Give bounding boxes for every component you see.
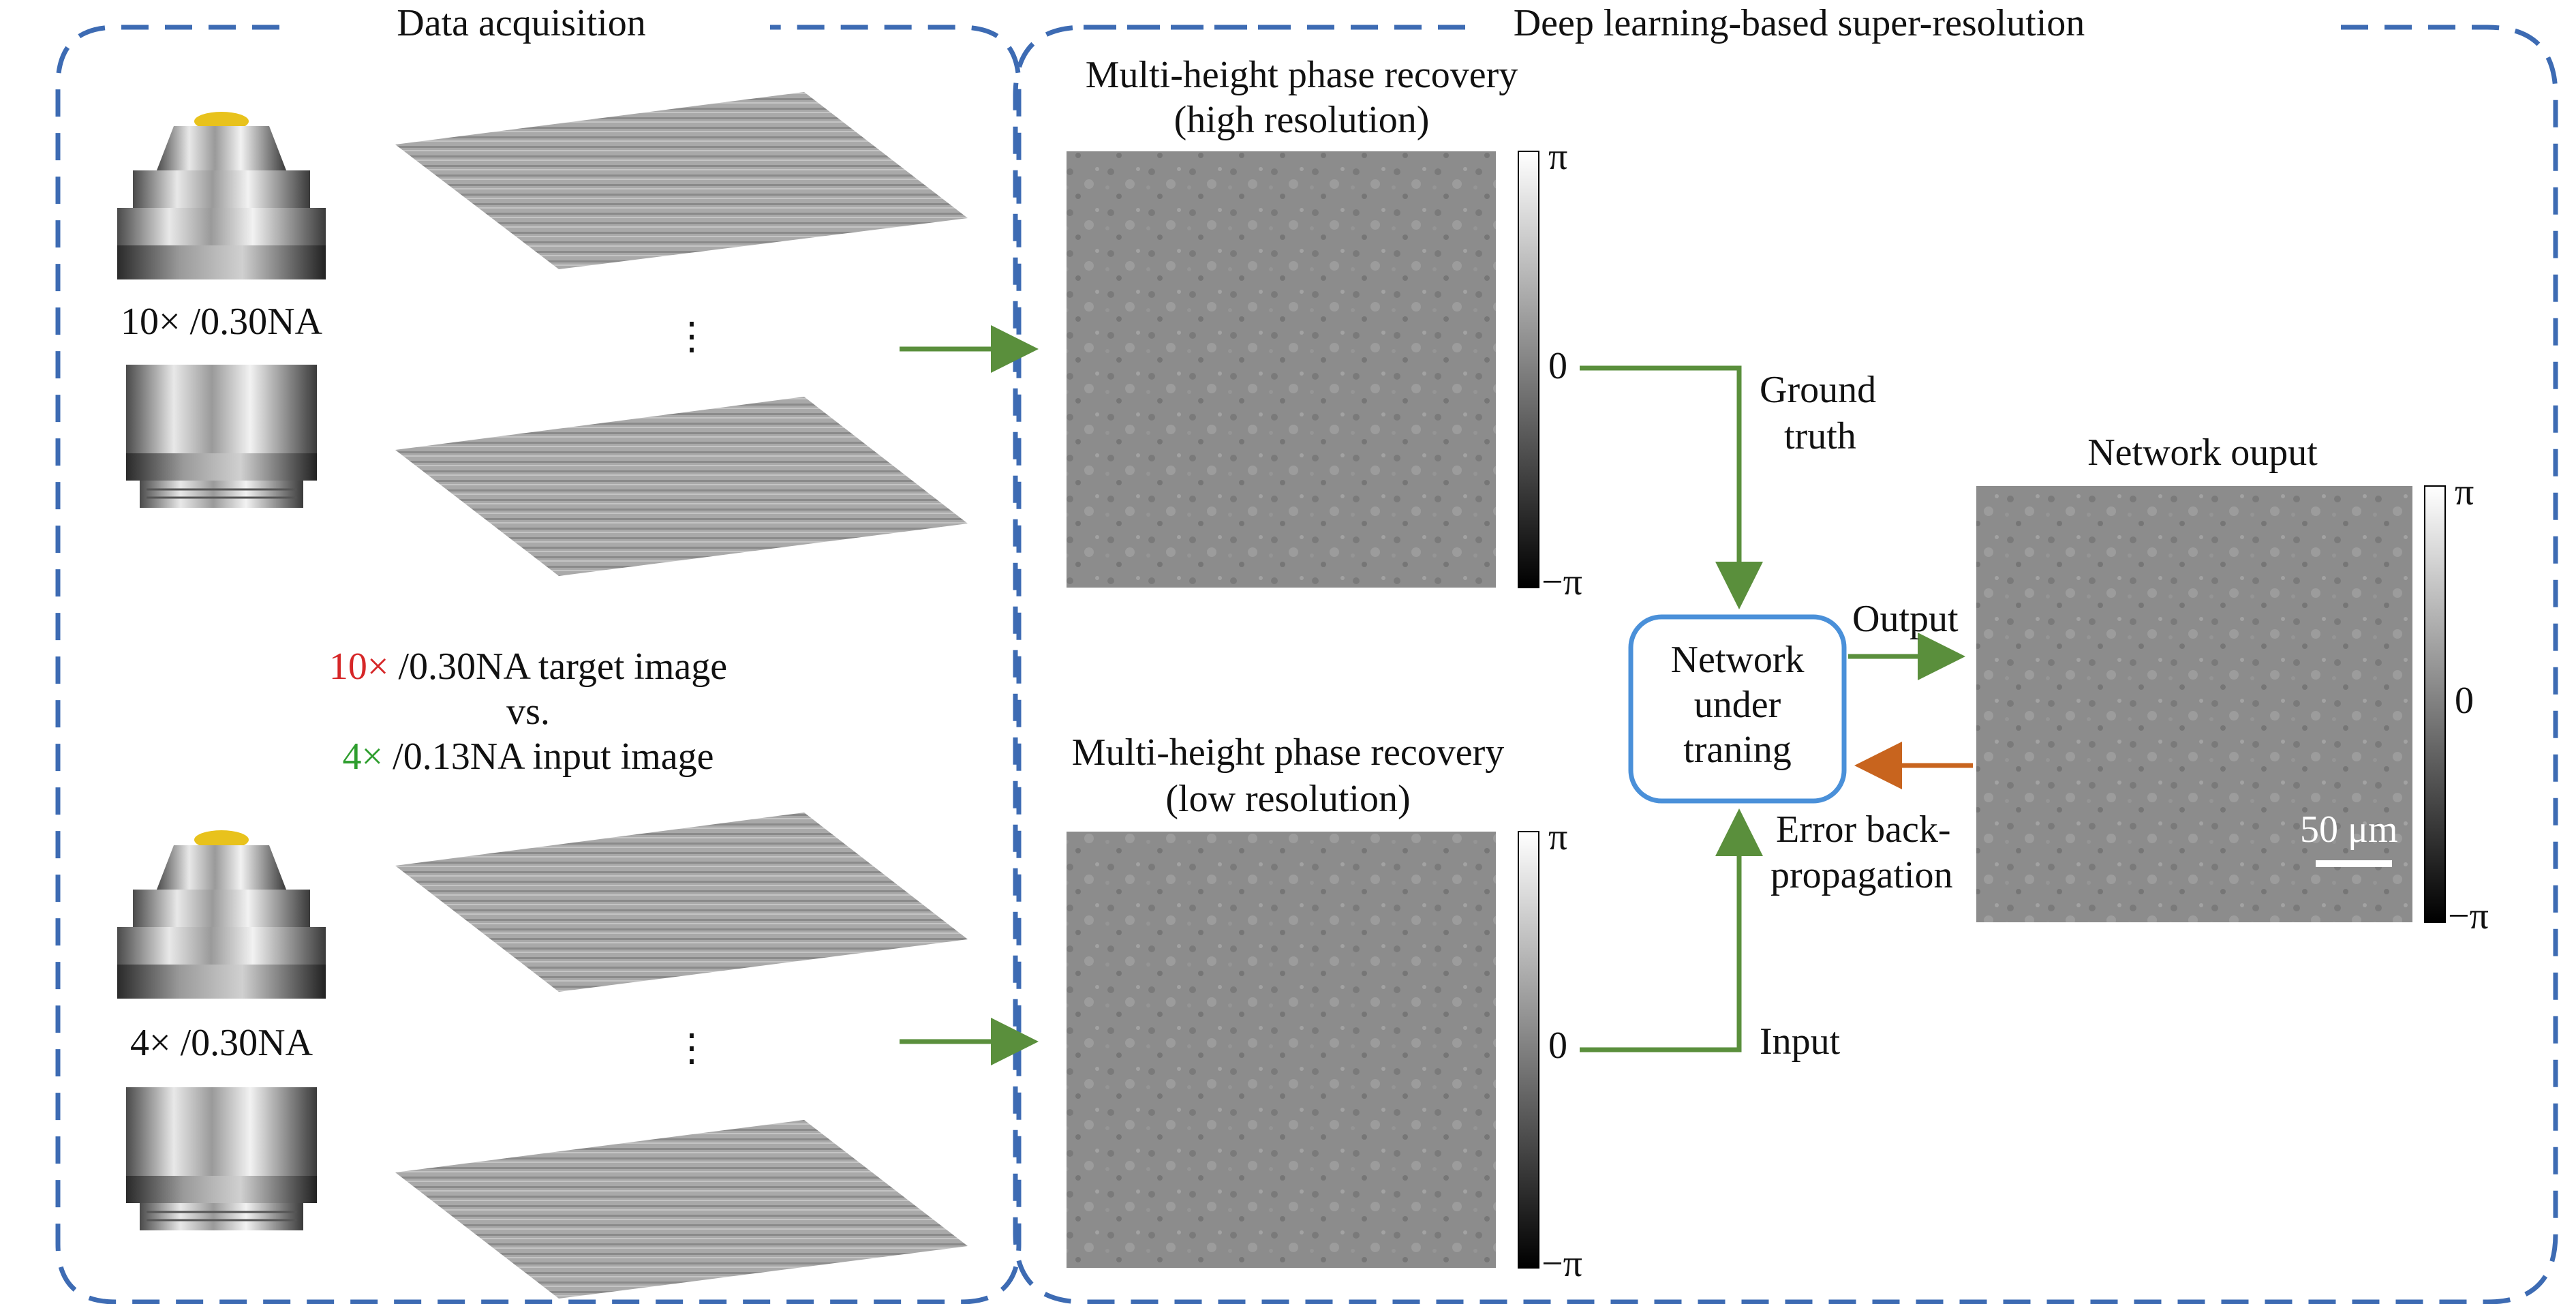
comparison-target-mag: 10× [328, 646, 389, 688]
comparison-input-mag: 4× [342, 736, 384, 778]
comparison-line-3: 4× /0.13NA input image [343, 735, 714, 778]
phase-low-title-2: (low resolution) [1165, 778, 1411, 820]
phase-low-cbar-top: π [1548, 816, 1568, 858]
phase-image-low-resolution [1067, 832, 1496, 1268]
colorbar-low [1518, 831, 1539, 1269]
network-label-line-3: traning [1683, 729, 1792, 771]
output-label: Output [1852, 598, 1959, 640]
output-cbar-top: π [2455, 471, 2474, 513]
colorbar-output [2424, 485, 2446, 923]
objective-label-top: 10× /0.30NA [120, 300, 323, 344]
error-backprop-label-2: propagation [1770, 854, 1953, 896]
error-backprop-label-1: Error back- [1776, 808, 1951, 851]
hologram-slab-low-1 [395, 813, 968, 992]
super-resolution-section-border [1013, 25, 2558, 1304]
acquisition-section-title: Data acquisition [397, 2, 646, 44]
phase-high-cbar-mid: 0 [1548, 345, 1567, 387]
hologram-slab-high-1 [395, 92, 968, 269]
comparison-line-1: 10× /0.30NA target image [329, 645, 727, 688]
objective-lens-4x-icon [117, 830, 326, 1230]
phase-low-cbar-bottom: −π [1542, 1243, 1582, 1285]
hologram-slab-low-2 [395, 1120, 968, 1299]
phase-high-title-2: (high resolution) [1174, 99, 1430, 141]
objective-lens-10x-icon [117, 112, 326, 508]
phase-high-title-1: Multi-height phase recovery [1085, 54, 1518, 96]
network-label-line-2: under [1693, 684, 1781, 726]
slab-ellipsis-top: ⋮ [673, 316, 711, 358]
output-cbar-mid: 0 [2455, 680, 2474, 722]
slab-ellipsis-bottom: ⋮ [673, 1027, 711, 1070]
objective-label-bottom: 4× /0.30NA [129, 1021, 313, 1065]
scale-bar-label: 50 μm [2300, 808, 2398, 851]
arrow-ground-truth [1580, 365, 1763, 609]
comparison-line-2: vs. [506, 691, 550, 733]
network-box [1628, 614, 1847, 804]
super-resolution-section-title: Deep learning-based super-resolution [1513, 2, 2085, 44]
acquisition-section-border [55, 25, 1022, 1304]
output-cbar-bottom: −π [2448, 895, 2489, 937]
network-output-image [1976, 486, 2412, 922]
input-label: Input [1760, 1020, 1841, 1063]
comparison-input-rest: /0.13NA input image [383, 736, 714, 778]
network-label-line-1: Network [1670, 639, 1805, 681]
colorbar-high [1518, 151, 1539, 588]
phase-image-high-resolution [1067, 151, 1496, 588]
phase-high-cbar-bottom: −π [1542, 561, 1582, 603]
phase-high-cbar-top: π [1548, 136, 1568, 178]
hologram-slab-high-2 [395, 397, 968, 576]
scale-bar [2316, 860, 2392, 867]
phase-low-cbar-mid: 0 [1548, 1025, 1567, 1067]
ground-truth-label-1: Ground [1760, 369, 1877, 411]
phase-low-title-1: Multi-height phase recovery [1071, 731, 1505, 774]
comparison-target-rest: /0.30NA target image [388, 646, 728, 688]
network-output-title: Network ouput [2087, 431, 2318, 474]
network-box-label: Network under traning [1631, 637, 1844, 772]
ground-truth-label-2: truth [1784, 415, 1856, 457]
arrow-input [1580, 808, 1763, 1052]
